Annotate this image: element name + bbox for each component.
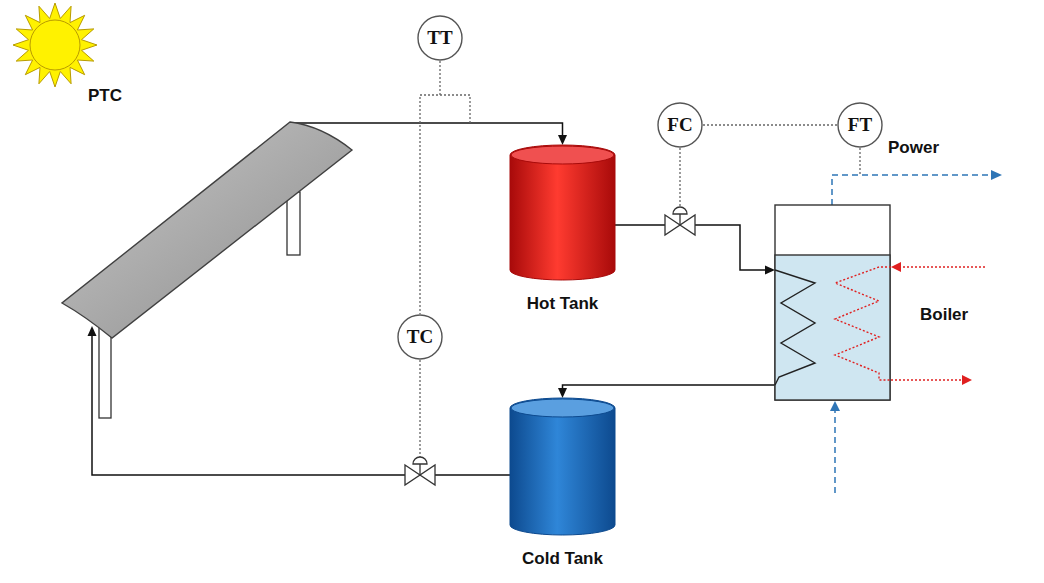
- instrument-tag: TT: [417, 15, 463, 61]
- boiler-label: Boiler: [920, 305, 968, 325]
- signal-line: [440, 95, 470, 125]
- connector-line: [92, 336, 510, 475]
- storage-tank: Hot Tank: [510, 145, 615, 280]
- connector-line: [420, 61, 440, 314]
- instrument-circle: TC: [397, 314, 443, 360]
- instrument-circle: FC: [657, 102, 703, 148]
- pipe-connector: [88, 326, 511, 475]
- output-label: Power: [888, 138, 939, 158]
- water-inlet: [834, 410, 836, 493]
- instrument-circle: TT: [417, 15, 463, 61]
- instrument-circle: FT: [837, 102, 883, 148]
- storage-tank: Cold Tank: [510, 398, 615, 535]
- heat-line: [900, 266, 985, 268]
- arrow-head: [962, 375, 972, 385]
- control-valve: [405, 457, 435, 485]
- instrument-tag: FC: [657, 102, 703, 148]
- pipe-connector: [420, 61, 440, 314]
- tank-label: Hot Tank: [527, 294, 598, 314]
- collector-stand: [287, 192, 300, 255]
- node-shape: [60, 120, 355, 342]
- sun-symbol: [13, 3, 97, 87]
- arrow-head: [765, 266, 775, 275]
- heat-line: [891, 379, 962, 381]
- collector-label: PTC: [88, 86, 122, 106]
- arrow-head: [991, 170, 1002, 180]
- arrow-head: [830, 401, 840, 411]
- arrow-head: [558, 135, 567, 145]
- arrow-head: [891, 262, 901, 272]
- node-shape: [775, 205, 890, 400]
- node-shape: [510, 145, 615, 280]
- control-valve: [665, 207, 695, 235]
- signal-line: [419, 360, 420, 459]
- pipe-connector: [703, 125, 837, 126]
- signal-line: [859, 148, 860, 175]
- instrument-tag: FT: [837, 102, 883, 148]
- tank-label: Cold Tank: [522, 549, 603, 569]
- parabolic-collector: PTC: [60, 120, 355, 342]
- connector-line: [703, 124, 837, 125]
- connector-line: [563, 385, 776, 388]
- signal-line: [679, 148, 680, 209]
- arrow-head: [88, 326, 97, 336]
- pipe-connector: [558, 385, 775, 398]
- instrument-tag: TC: [397, 314, 443, 360]
- power-line: [832, 175, 992, 205]
- arrow-head: [558, 388, 567, 398]
- connector-line: [295, 123, 563, 135]
- node-shape: [510, 398, 615, 535]
- boiler-vessel: Boiler: [775, 205, 890, 400]
